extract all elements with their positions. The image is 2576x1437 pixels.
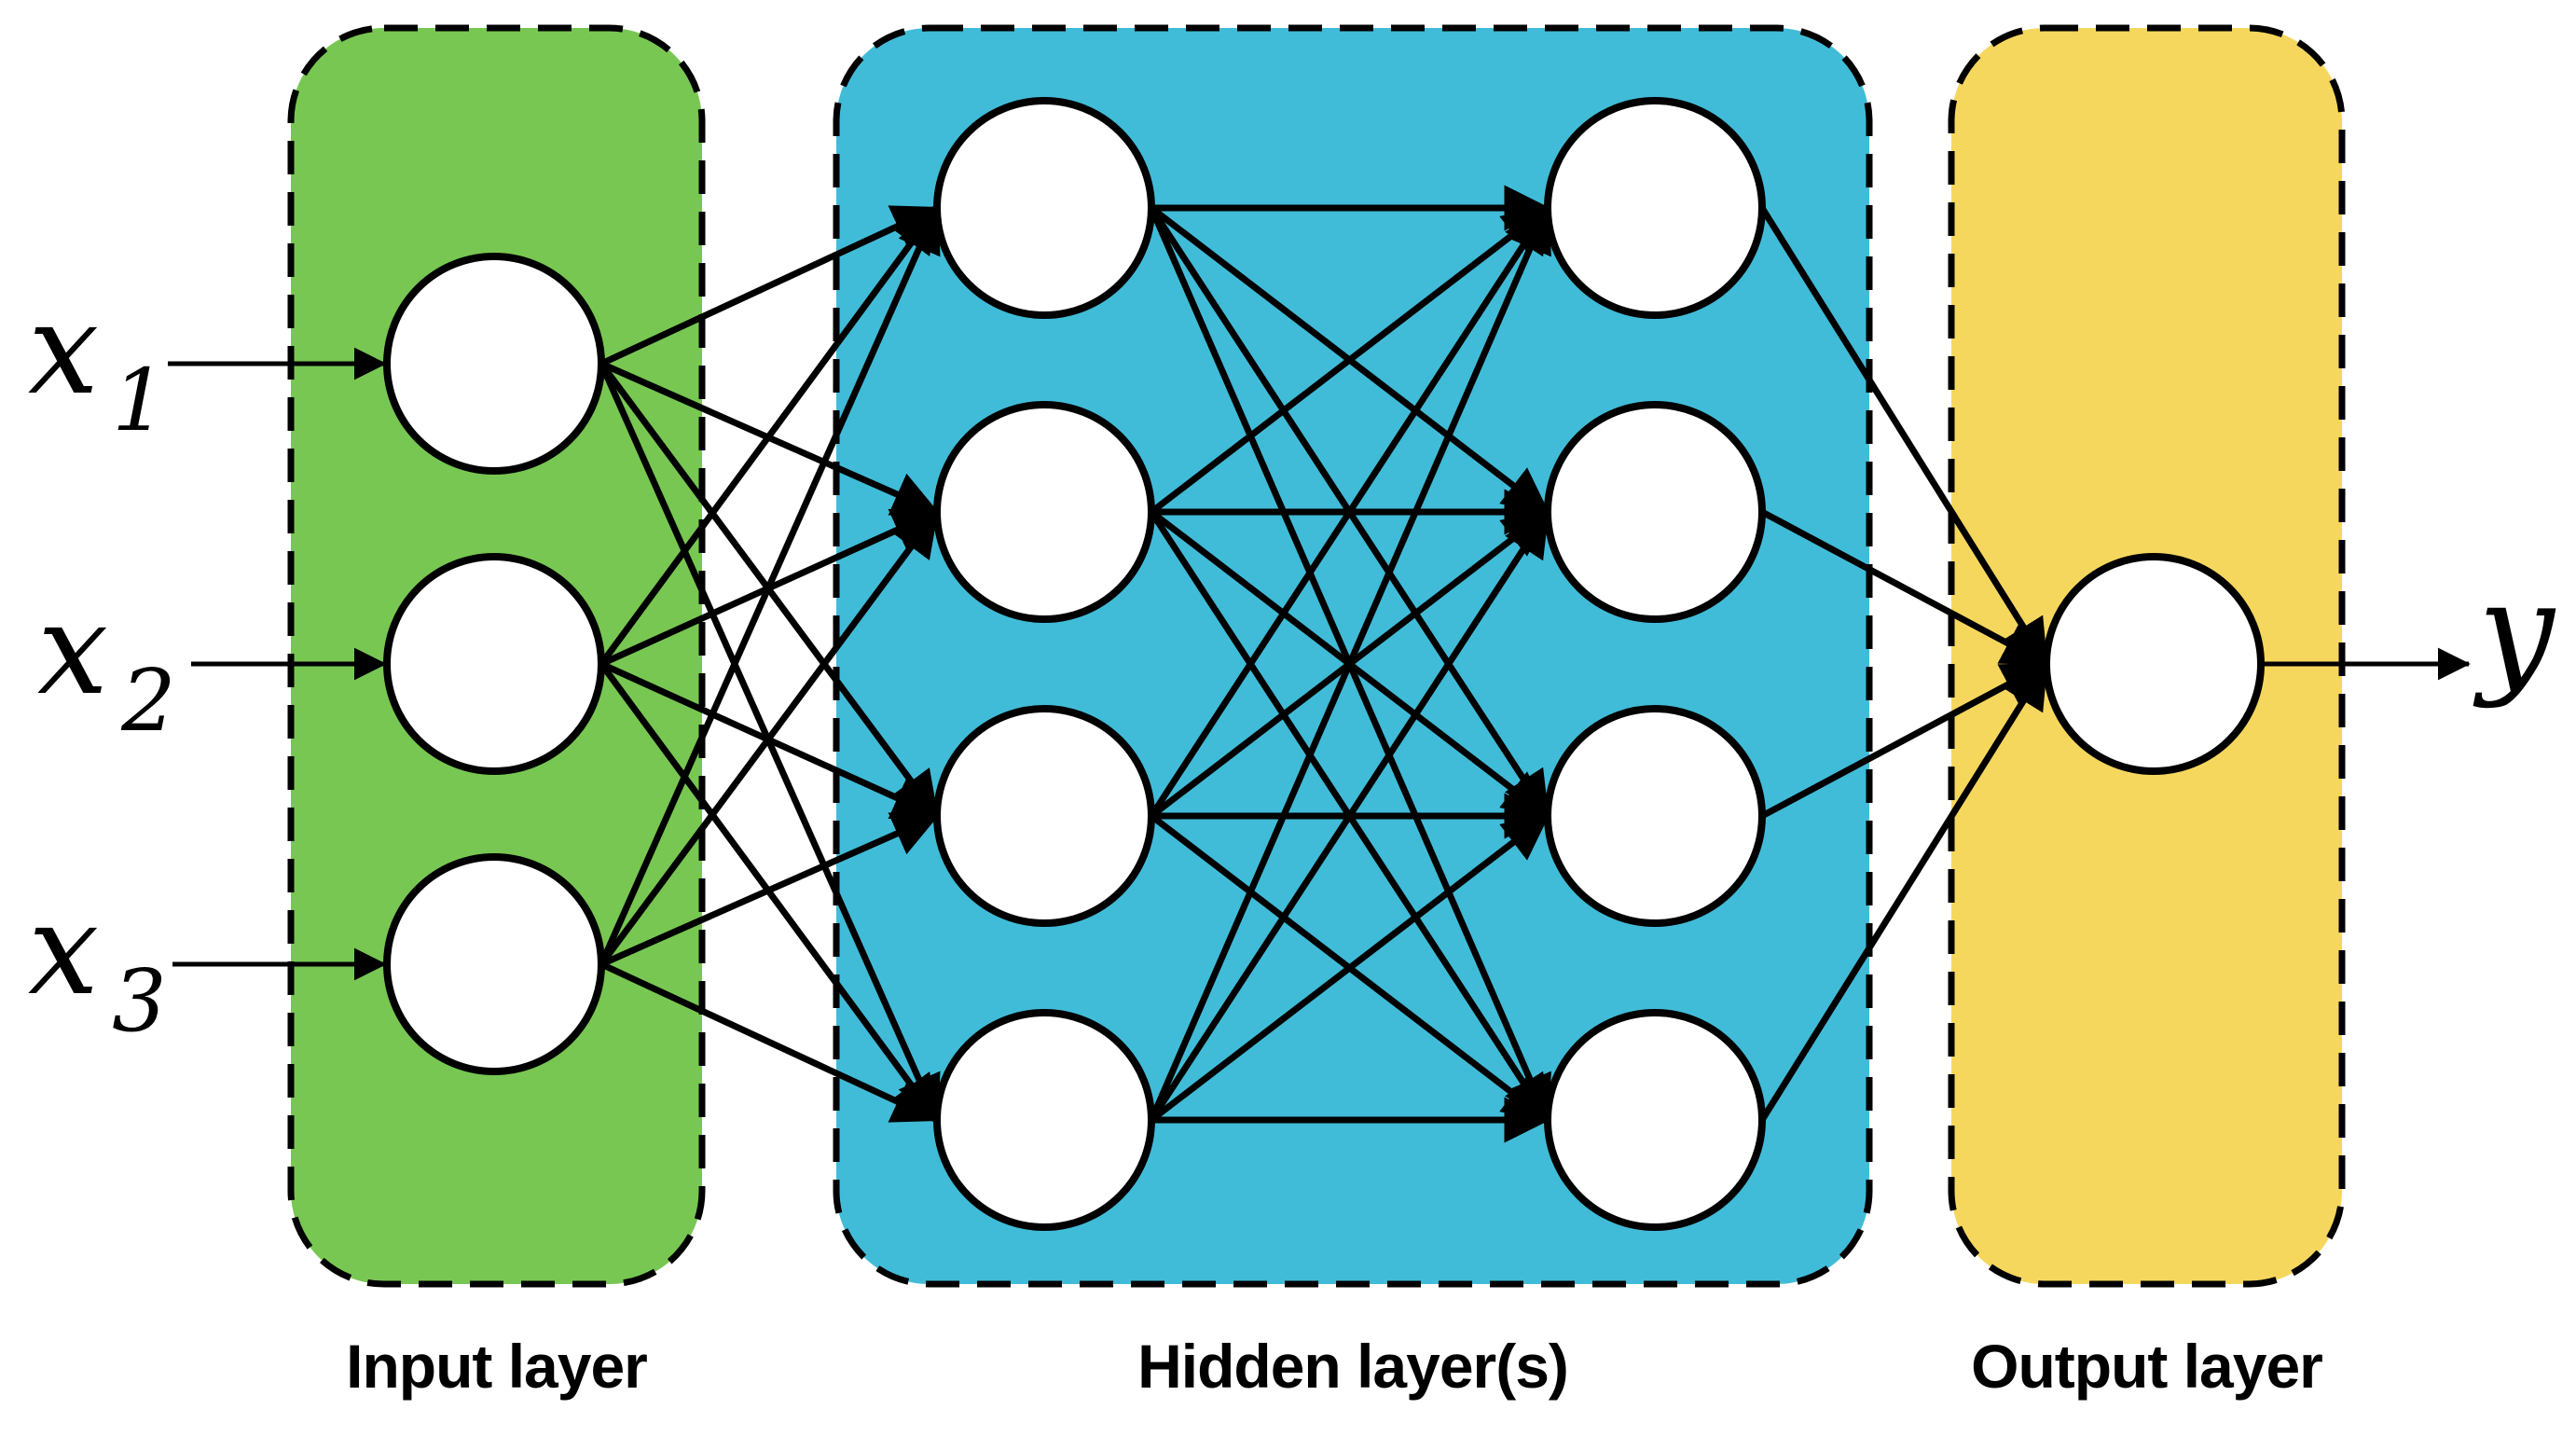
connection-hidden1-4-to-hidden2-2 <box>1149 509 1550 1122</box>
output-label-base: y <box>2473 553 2556 711</box>
connection-hidden1-4-to-hidden2-3 <box>1149 813 1550 1123</box>
input-label-base: x <box>28 276 99 422</box>
hidden1-node-3 <box>933 705 1155 927</box>
hidden2-node-4 <box>1544 1009 1766 1231</box>
connection-hidden1-2-to-hidden2-1 <box>1149 205 1550 515</box>
nodes-group <box>383 97 2265 1231</box>
connection-input-2-to-hidden1-1 <box>599 205 940 667</box>
input-label-subscript: 2 <box>120 651 176 751</box>
input-layer-label: Input layer <box>346 1332 647 1401</box>
hidden1-node-4 <box>933 1009 1155 1231</box>
output-layer-label: Output layer <box>1971 1332 2322 1401</box>
connection-input-3-to-hidden1-3 <box>599 812 940 968</box>
connection-hidden2-4-to-output-1 <box>1759 661 2049 1122</box>
input-label-base: x <box>28 877 99 1023</box>
hidden1-node-2 <box>933 401 1155 623</box>
output-node-1 <box>2043 553 2265 775</box>
input-node-1 <box>383 253 605 475</box>
io-arrows-group <box>168 347 2471 981</box>
connections-group <box>598 185 2049 1143</box>
hidden2-node-1 <box>1544 97 1766 319</box>
connection-input-1-to-hidden1-1 <box>599 204 940 367</box>
hidden-layer-label: Hidden layer(s) <box>1137 1332 1568 1401</box>
input-label-base: x <box>37 576 108 723</box>
connection-hidden2-1-to-output-1 <box>1759 206 2049 667</box>
connection-hidden2-3-to-output-1 <box>1760 660 2049 820</box>
input-node-2 <box>383 553 605 775</box>
input-label-subscript: 3 <box>112 951 167 1051</box>
input-node-3 <box>383 853 605 1075</box>
connection-hidden2-2-to-output-1 <box>1760 508 2049 668</box>
connection-input-3-to-hidden1-4 <box>599 960 940 1124</box>
hidden1-node-1 <box>933 97 1155 319</box>
connection-input-3-to-hidden1-2 <box>599 509 940 967</box>
connection-input-3-to-hidden1-1 <box>598 205 941 966</box>
output-label-y: y <box>2473 553 2556 711</box>
input-label-subscript: 1 <box>112 351 167 450</box>
hidden2-node-3 <box>1544 705 1766 927</box>
connection-hidden1-4-to-hidden2-1 <box>1148 205 1551 1122</box>
hidden2-node-2 <box>1544 401 1766 623</box>
connection-hidden1-3-to-hidden2-1 <box>1149 205 1550 818</box>
